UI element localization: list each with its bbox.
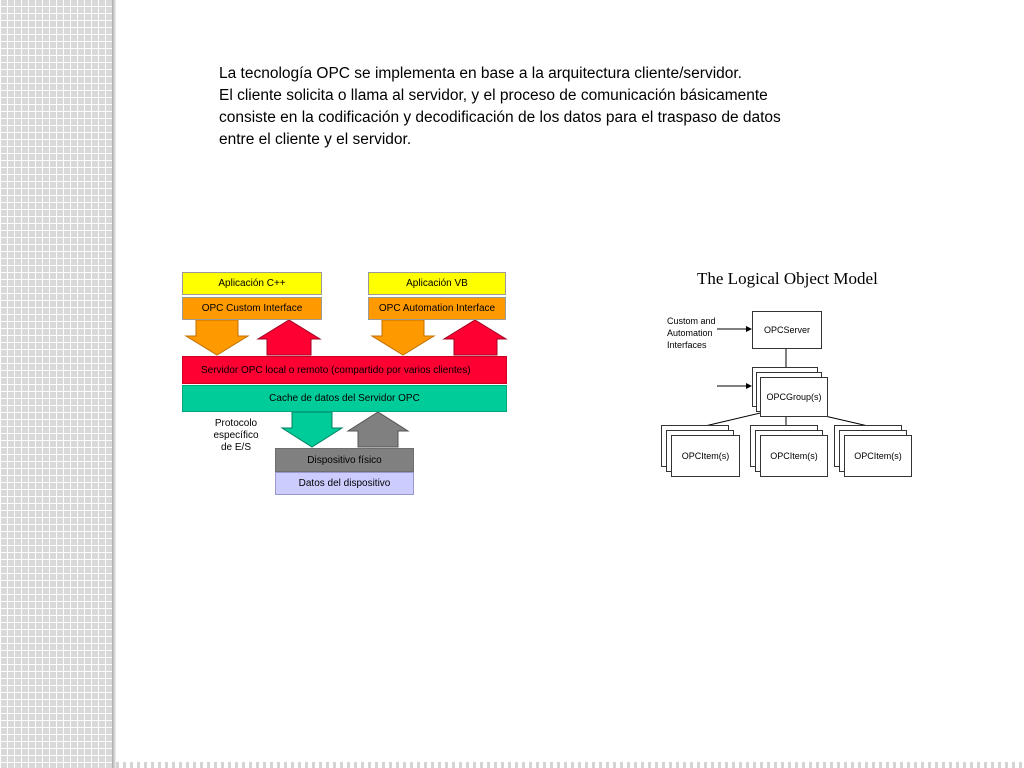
opc-item-box: OPCItem(s) bbox=[760, 435, 828, 477]
intro-line: El cliente solicita o llama al servidor,… bbox=[219, 87, 768, 104]
side-pattern-decoration bbox=[0, 0, 112, 768]
intro-line: entre el cliente y el servidor. bbox=[219, 131, 412, 148]
app-cpp-box: Aplicación C++ bbox=[182, 272, 322, 295]
side-shadow bbox=[112, 0, 116, 768]
down-arrow-protocol bbox=[280, 411, 344, 448]
opc-server-bar: Servidor OPC local o remoto (compartido … bbox=[182, 356, 507, 384]
interfaces-note: Custom and Automation Interfaces bbox=[667, 316, 716, 350]
opc-item-box: OPCItem(s) bbox=[844, 435, 912, 477]
app-vb-box: Aplicación VB bbox=[368, 272, 506, 295]
down-arrow-vb bbox=[370, 319, 436, 356]
automation-interface-box: OPC Automation Interface bbox=[368, 297, 506, 320]
custom-interface-box: OPC Custom Interface bbox=[182, 297, 322, 320]
up-arrow-vb bbox=[442, 319, 508, 356]
intro-line: consiste en la codificación y decodifica… bbox=[219, 109, 781, 126]
down-arrow-cpp bbox=[184, 319, 250, 356]
intro-paragraph: La tecnología OPC se implementa en base … bbox=[219, 63, 859, 151]
cache-bar: Cache de datos del Servidor OPC bbox=[182, 385, 507, 412]
opc-server-box: OPCServer bbox=[752, 311, 822, 349]
device-data-box: Datos del dispositivo bbox=[275, 472, 414, 495]
object-model-title: The Logical Object Model bbox=[697, 269, 878, 288]
protocol-label: Protocolo específico de E/S bbox=[213, 418, 259, 453]
intro-line: La tecnología OPC se implementa en base … bbox=[219, 65, 742, 82]
bottom-border-decoration bbox=[116, 762, 1024, 768]
up-arrow-device bbox=[346, 411, 410, 448]
opc-item-box: OPCItem(s) bbox=[671, 435, 740, 477]
opc-group-box: OPCGroup(s) bbox=[760, 377, 828, 417]
up-arrow-cpp bbox=[256, 319, 322, 356]
device-box: Dispositivo físico bbox=[275, 448, 414, 472]
